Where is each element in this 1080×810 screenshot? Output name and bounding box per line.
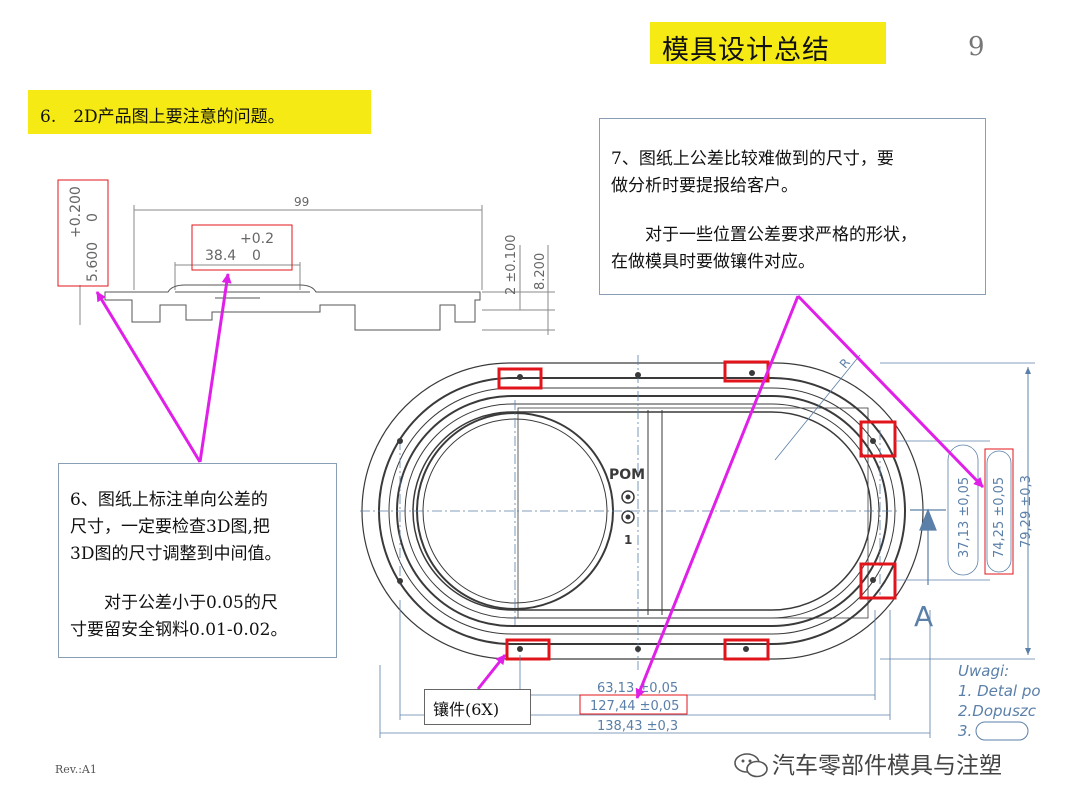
note-7-box <box>599 118 986 295</box>
dim-79: 79,29 ±0,3 <box>1019 475 1034 548</box>
section-a-label: A <box>914 600 933 633</box>
note-6-line-5: 寸要留安全钢料0.01-0.02。 <box>70 620 288 640</box>
dim-138: 138,43 ±0,3 <box>597 719 678 734</box>
uwagi-note-1: 1. Detal po <box>958 682 1041 700</box>
note-6-line-4: 对于公差小于0.05的尺 <box>70 593 278 613</box>
page-number: 9 <box>968 32 985 62</box>
dim-37: 37,13 ±0,05 <box>957 477 972 558</box>
section-highlight <box>28 90 371 134</box>
tol-box-38 <box>191 224 293 271</box>
dim-99: 99 <box>294 195 309 209</box>
tol-zero: 0 <box>252 248 261 264</box>
section-view <box>79 205 555 335</box>
dim-2: 2 ±0.100 <box>504 234 519 295</box>
note-7-line-4: 在做模具时要做镶件对应。 <box>611 252 815 272</box>
note-6-line-1: 6、图纸上标注单向公差的 <box>70 490 268 510</box>
dim-38: 38.4 <box>205 248 236 264</box>
vert-dim-5600: 5.600 <box>85 242 101 282</box>
uwagi-oval <box>975 721 1029 741</box>
uwagi-note-2: 2.Dopuszc <box>958 702 1037 720</box>
note-6-line-3: 3D图的尺寸调整到中间值。 <box>70 544 282 564</box>
section-heading: 6. 2D产品图上要注意的问题。 <box>40 107 285 127</box>
slide-title: 模具设计总结 <box>662 35 830 66</box>
pin-dots <box>397 370 876 652</box>
insert-markers <box>497 360 897 661</box>
tol-box-127 <box>579 694 688 715</box>
wechat-icon <box>734 753 768 778</box>
note-6-line-2: 尺寸，一定要检查3D图,把 <box>70 517 270 537</box>
pom-label: POM <box>609 467 645 483</box>
revision-label: Rev.:A1 <box>55 763 97 776</box>
radius-label: R <box>837 356 853 371</box>
insert-label: 镶件(6X) <box>433 700 500 719</box>
dim-8200: 8.200 <box>533 253 548 290</box>
note-6-box <box>58 463 337 658</box>
uwagi-note-3: 3. <box>958 722 972 740</box>
vert-tol-plus: +0.200 <box>68 186 84 238</box>
section-a-arrow <box>910 508 946 585</box>
tol-box-5600 <box>57 179 109 287</box>
title-highlight <box>650 22 886 64</box>
number-one: 1 <box>624 533 632 547</box>
dim-74: 74,25 ±0,05 <box>992 477 1007 558</box>
tol-plus-02: +0.2 <box>240 231 274 247</box>
watermark-account: 汽车零部件模具与注塑 <box>772 753 1002 779</box>
uwagi-title: Uwagi: <box>958 662 1009 680</box>
note-7-line-3: 对于一些位置公差要求严格的形状， <box>611 225 917 245</box>
note-7-line-1: 7、图纸上公差比较难做到的尺寸，要 <box>611 149 894 169</box>
right-dims <box>880 362 1035 660</box>
dim-127: 127,44 ±0,05 <box>590 699 679 714</box>
insert-label-box <box>424 689 531 725</box>
note-7-line-2: 做分析时要提报给客户。 <box>611 176 798 196</box>
vert-tol-zero: 0 <box>85 213 101 222</box>
pointer-arrows <box>95 273 985 699</box>
